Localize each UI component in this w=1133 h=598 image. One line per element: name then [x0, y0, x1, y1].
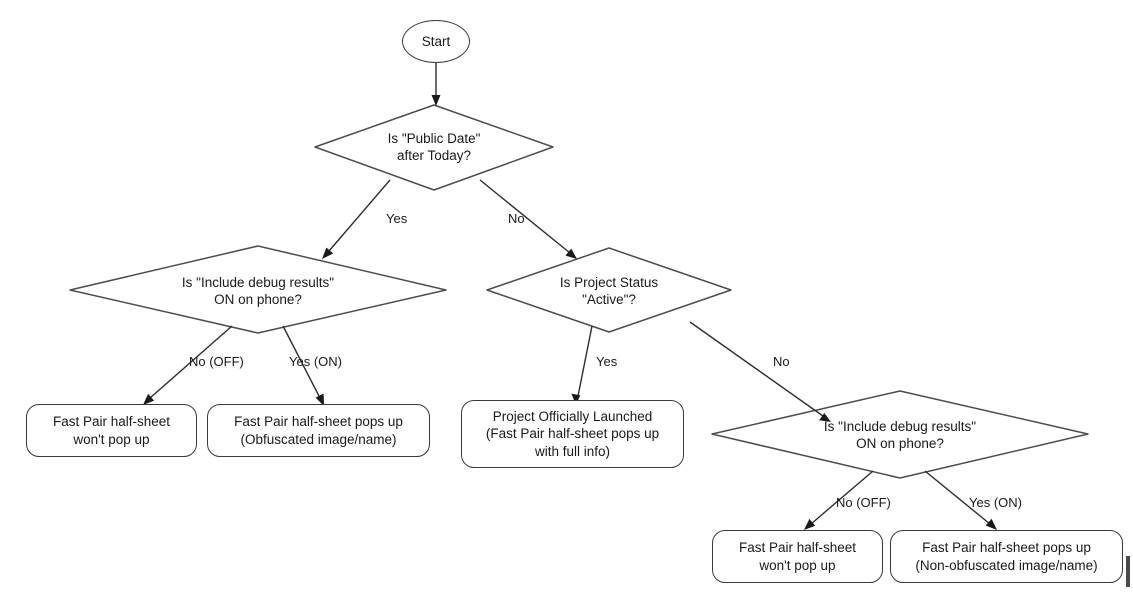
decision-debug-left-label: Is "Include debug results" ON on phone? [181, 274, 335, 307]
outcome-no-popup-left[interactable]: Fast Pair half-sheet won't pop up [26, 404, 197, 457]
edge-label-public-date-no: No [508, 211, 525, 226]
decision-project-status-shape[interactable] [486, 247, 732, 333]
decision-debug-right[interactable]: Is "Include debug results" ON on phone? [770, 406, 1030, 464]
edge-project-status-yes [571, 325, 593, 405]
edge-public-date-no [479, 179, 577, 259]
outcome-non-obfuscated[interactable]: Fast Pair half-sheet pops up (Non-obfusc… [890, 530, 1123, 583]
edge-project-status-no [689, 321, 831, 422]
outcome-no-popup-right-label: Fast Pair half-sheet won't pop up [738, 540, 857, 573]
outcome-obfuscated-label: Fast Pair half-sheet pops up (Obfuscated… [234, 414, 403, 447]
decision-project-status-label: Is Project Status "Active"? [559, 274, 659, 307]
edge-start-to-public-date [431, 63, 441, 106]
edge-debug-right-yes [924, 470, 997, 530]
edge-label-project-status-no: No [773, 354, 790, 369]
page-edge-artifact [1126, 556, 1130, 587]
decision-public-date[interactable]: Is "Public Date" after Today? [334, 118, 534, 176]
outcome-obfuscated[interactable]: Fast Pair half-sheet pops up (Obfuscated… [207, 404, 430, 457]
edge-debug-left-yes [282, 325, 324, 406]
start-node[interactable]: Start [402, 20, 470, 63]
edge-public-date-yes [322, 179, 391, 259]
outcome-launched-label: Project Officially Launched (Fast Pair h… [485, 409, 660, 459]
edge-label-project-status-yes: Yes [596, 354, 618, 369]
outcome-no-popup-right[interactable]: Fast Pair half-sheet won't pop up [712, 530, 883, 583]
edge-label-debug-left-yes: Yes (ON) [289, 354, 342, 369]
edge-label-debug-right-no: No (OFF) [836, 495, 891, 510]
edge-label-debug-left-no: No (OFF) [189, 354, 244, 369]
outcome-launched[interactable]: Project Officially Launched (Fast Pair h… [461, 400, 684, 468]
decision-debug-right-shape[interactable] [711, 390, 1089, 479]
decision-project-status[interactable]: Is Project Status "Active"? [519, 262, 699, 320]
decision-debug-right-label: Is "Include debug results" ON on phone? [823, 418, 977, 451]
decision-public-date-shape[interactable] [314, 104, 554, 191]
edge-label-debug-right-yes: Yes (ON) [969, 495, 1022, 510]
edge-debug-right-no [804, 470, 874, 530]
outcome-non-obfuscated-label: Fast Pair half-sheet pops up (Non-obfusc… [915, 540, 1098, 573]
decision-public-date-label: Is "Public Date" after Today? [387, 130, 481, 163]
start-node-label: Start [421, 33, 451, 49]
edge-label-public-date-yes: Yes [386, 211, 408, 226]
edge-debug-left-no [143, 325, 233, 405]
decision-debug-left-shape[interactable] [69, 245, 447, 334]
outcome-no-popup-left-label: Fast Pair half-sheet won't pop up [52, 414, 171, 447]
decision-debug-left[interactable]: Is "Include debug results" ON on phone? [128, 262, 388, 320]
